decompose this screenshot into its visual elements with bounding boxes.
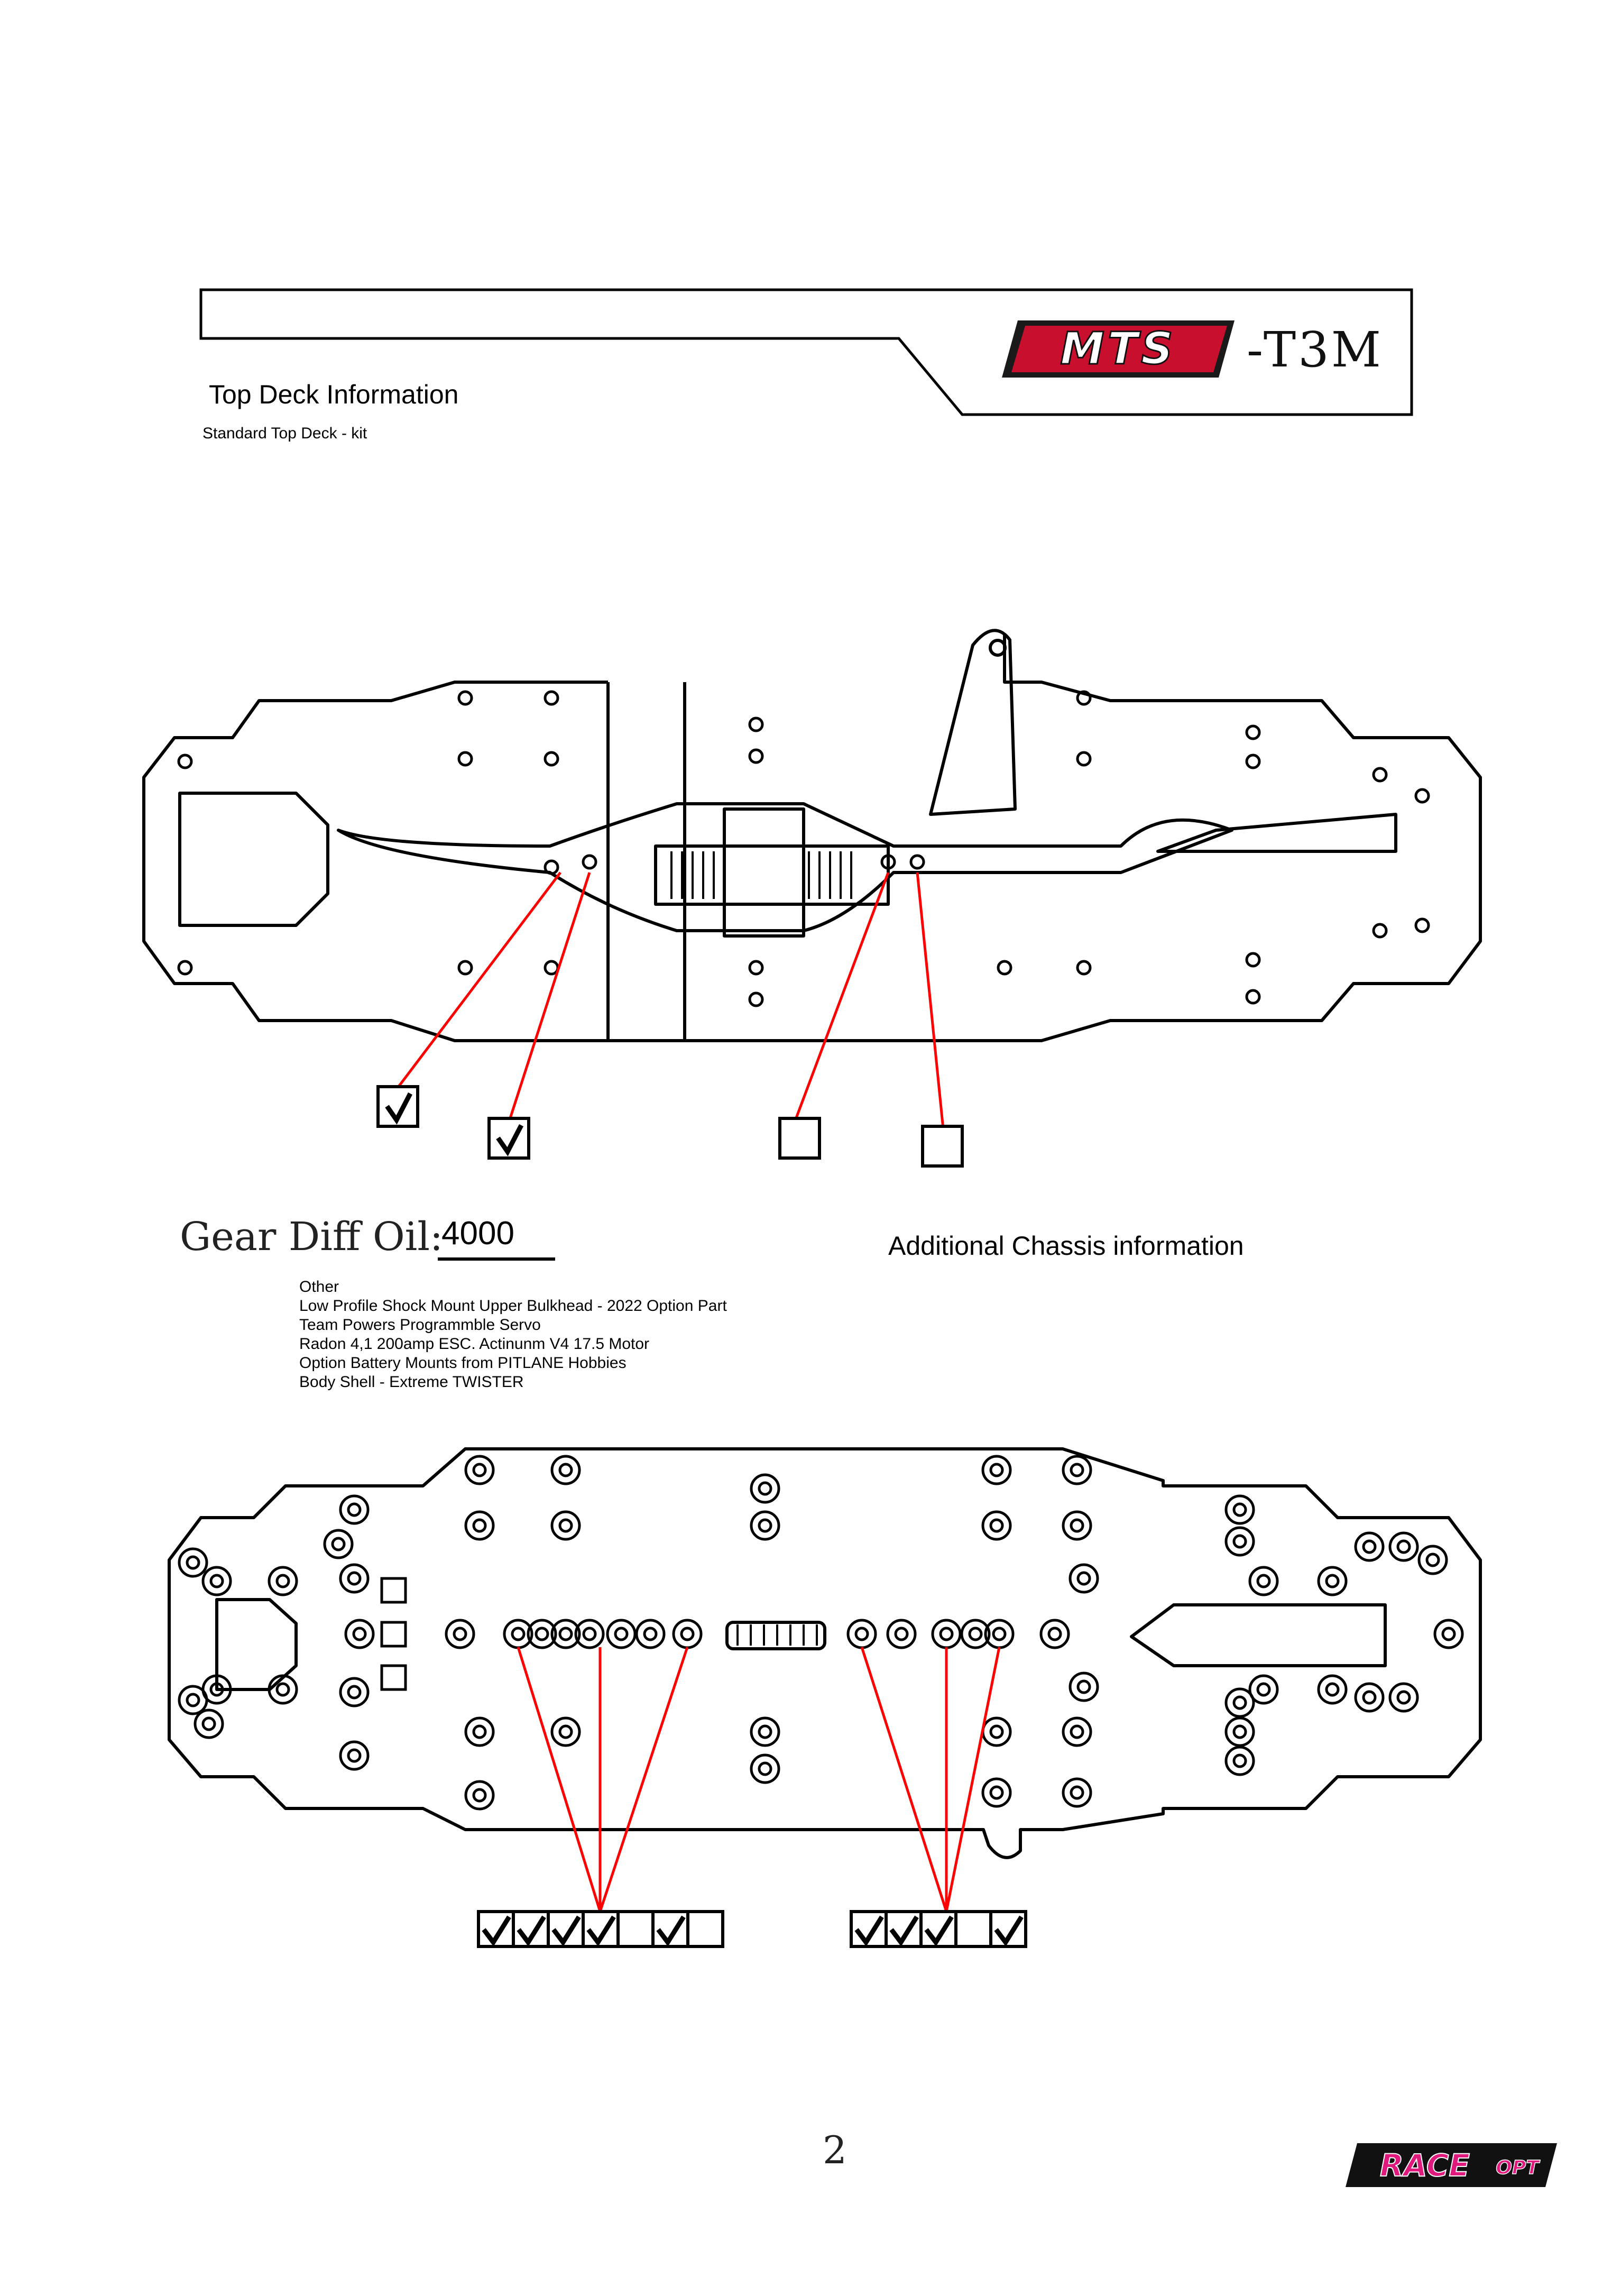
right-group-checkmark <box>994 1915 1024 1946</box>
left-group-checkmark <box>482 1915 511 1946</box>
right-group-checkbox <box>989 1910 1027 1948</box>
chassis-checkboxes <box>477 1910 1027 1948</box>
mts-logo: MTS <box>1002 320 1235 378</box>
note-line: Radon 4,1 200amp ESC. Actinunm V4 17.5 M… <box>299 1335 650 1353</box>
note-line: Option Battery Mounts from PITLANE Hobbi… <box>299 1354 627 1372</box>
left-group-checkmark <box>586 1915 616 1946</box>
additional-title: Additional Chassis information <box>888 1231 1244 1261</box>
chassis-diagram <box>168 1447 1482 1912</box>
model-suffix: -T3M <box>1247 322 1383 378</box>
left-group-checkmark <box>656 1915 686 1946</box>
note-line: Team Powers Programmble Servo <box>299 1316 541 1334</box>
top-deck-subtitle: Standard Top Deck - kit <box>202 425 367 442</box>
note-line: Low Profile Shock Mount Upper Bulkhead -… <box>299 1297 727 1315</box>
right-group-checkmark <box>924 1915 954 1946</box>
top-deck-title: Top Deck Information <box>209 380 459 409</box>
svg-text:MTS: MTS <box>1060 323 1176 374</box>
right-group-checkmark <box>854 1915 884 1946</box>
gear-diff-label: Gear Diff Oil: <box>180 1214 443 1260</box>
gear-diff-underline <box>438 1257 555 1261</box>
header-frame <box>199 288 1413 416</box>
svg-text:RACE: RACE <box>1380 2147 1470 2183</box>
left-group-checkbox <box>686 1910 724 1948</box>
gear-diff-value: 4000 <box>441 1215 514 1252</box>
page-number: 2 <box>823 2128 847 2172</box>
left-group-checkbox <box>616 1910 655 1948</box>
notes-list: Other Low Profile Shock Mount Upper Bulk… <box>299 1278 727 1392</box>
top-deck-diagram <box>142 629 1482 1168</box>
note-line: Body Shell - Extreme TWISTER <box>299 1373 524 1391</box>
left-group-checkmark <box>517 1915 546 1946</box>
svg-text:OPT: OPT <box>1496 2157 1540 2179</box>
left-group-checkmark <box>551 1915 581 1946</box>
top-deck-checkboxes <box>376 1085 964 1168</box>
note-line: Other <box>299 1278 339 1296</box>
raceopt-logo: RACE OPT <box>1346 2143 1557 2187</box>
right-group-checkbox <box>954 1910 992 1948</box>
right-group-checkmark <box>889 1915 919 1946</box>
